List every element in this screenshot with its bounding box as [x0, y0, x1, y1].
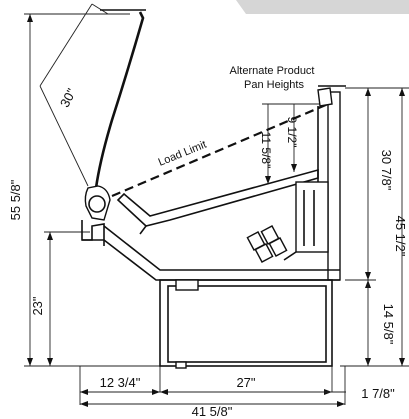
dim-base-depth-label: 27" [236, 375, 255, 390]
front-rail-bracket [81, 220, 105, 246]
drain-line [283, 251, 297, 261]
dim-rear-offset-label: 1 7/8" [361, 386, 395, 401]
dim-front-depth-label: 12 3/4" [100, 375, 141, 390]
pan-support [139, 225, 147, 235]
dim-upper-height-label: 30 7/8" [379, 150, 394, 191]
dim-front-height-label: 23" [30, 296, 45, 315]
dim-total-height-label: 45 1/2" [393, 216, 408, 257]
refrigeration-unit [295, 181, 329, 253]
dim-overall-depth-label: 41 5/8" [192, 404, 233, 419]
front-rail [84, 185, 111, 221]
rear-light [317, 87, 333, 107]
lower-cabinet [159, 279, 333, 367]
rear-post [327, 91, 341, 281]
dim-right-height-lines [340, 87, 409, 367]
dim-pan-height-large-label: 11 5/8" [259, 132, 273, 169]
alternate-pan-label-line1: Alternate Product [230, 65, 315, 77]
load-limit-label: Load Limit [157, 139, 209, 169]
header-tab-shape [236, 0, 409, 14]
dim-pan-height-lines [262, 103, 330, 184]
dim-overall-height-label: 55 5/8" [8, 179, 23, 220]
refrigeration-lines [303, 190, 315, 246]
product-pan [116, 168, 319, 227]
kick-plate [175, 361, 187, 369]
alternate-pan-label-line2: Pan Heights [244, 79, 304, 91]
dim-glass-length-lines [39, 3, 109, 187]
dim-front-height-lines [44, 231, 90, 366]
evaporator-coils [246, 225, 288, 263]
dim-glass-length-label: 30" [57, 86, 79, 110]
control-box [175, 279, 199, 291]
dim-base-height-label: 14 5/8" [381, 304, 396, 345]
hinge-circle [88, 195, 106, 213]
cabinet-inner-panel [167, 285, 327, 363]
curved-glass [94, 11, 145, 189]
dim-depth-lines [79, 366, 346, 407]
load-limit-line [111, 102, 329, 198]
dim-pan-height-small-label: 9 1/2" [285, 117, 299, 148]
dim-overall-height-lines [24, 13, 160, 367]
